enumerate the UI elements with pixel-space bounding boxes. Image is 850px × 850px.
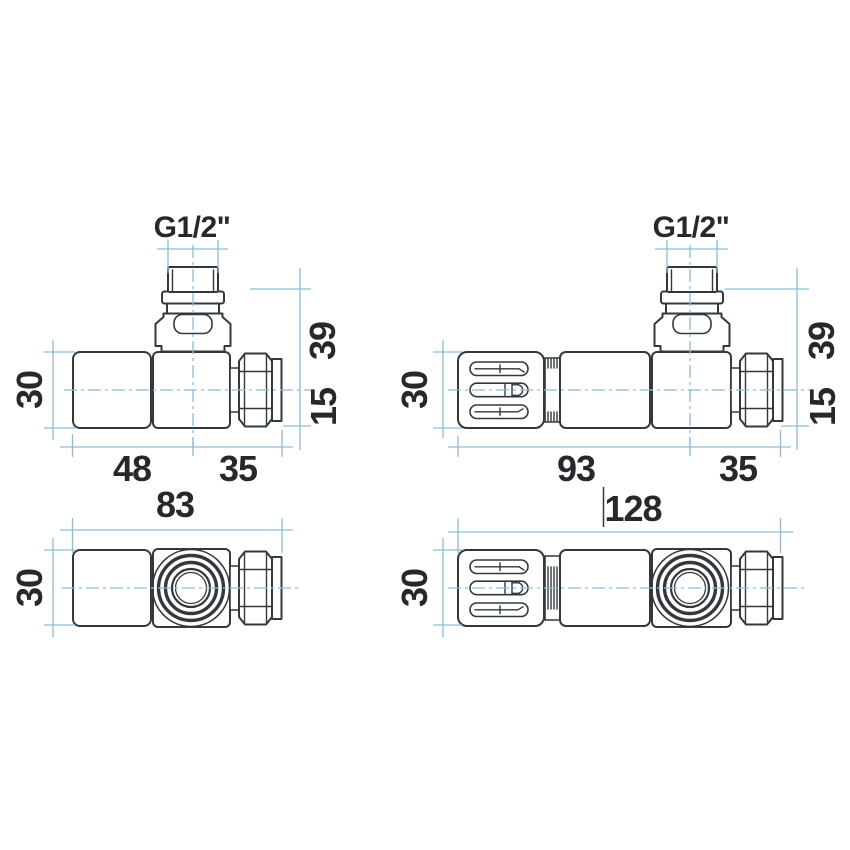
dim-label-center-height: 39 [801,322,842,360]
dim-label-body-diameter: 30 [9,371,50,409]
dimension-lines [44,240,312,457]
dimension-lines [433,487,808,637]
dim-label-total-length: 83 [156,484,194,525]
dimension-lines [433,240,810,457]
dim-label-length-left: 93 [557,448,595,489]
dimension-lines [44,518,302,637]
dim-label-total-length: 128 [604,488,661,529]
view-front-manual-valve: G1/2" 30 39 15 48 35 [9,211,344,489]
bonnet-and-thread-tail [653,266,731,353]
dim-label-center-height: 39 [302,322,343,360]
dim-label-length-right: 35 [219,448,258,489]
dim-label-outlet-offset: 15 [802,387,843,426]
dim-label-length-left: 48 [113,448,151,489]
view-front-thermostatic-valve: G1/2" 30 39 15 93 35 [394,211,843,489]
dim-label-body-diameter: 30 [394,569,435,607]
dim-label-body-diameter: 30 [394,371,435,409]
dim-label-body-diameter: 30 [9,569,50,607]
thread-size-label: G1/2" [653,211,730,244]
dim-label-length-right: 35 [719,448,758,489]
view-top-manual-valve: 83 30 [9,484,302,637]
thread-size-label: G1/2" [154,211,231,244]
view-top-thermostatic-valve: 128 30 [394,487,808,637]
dim-label-outlet-offset: 15 [303,387,344,426]
